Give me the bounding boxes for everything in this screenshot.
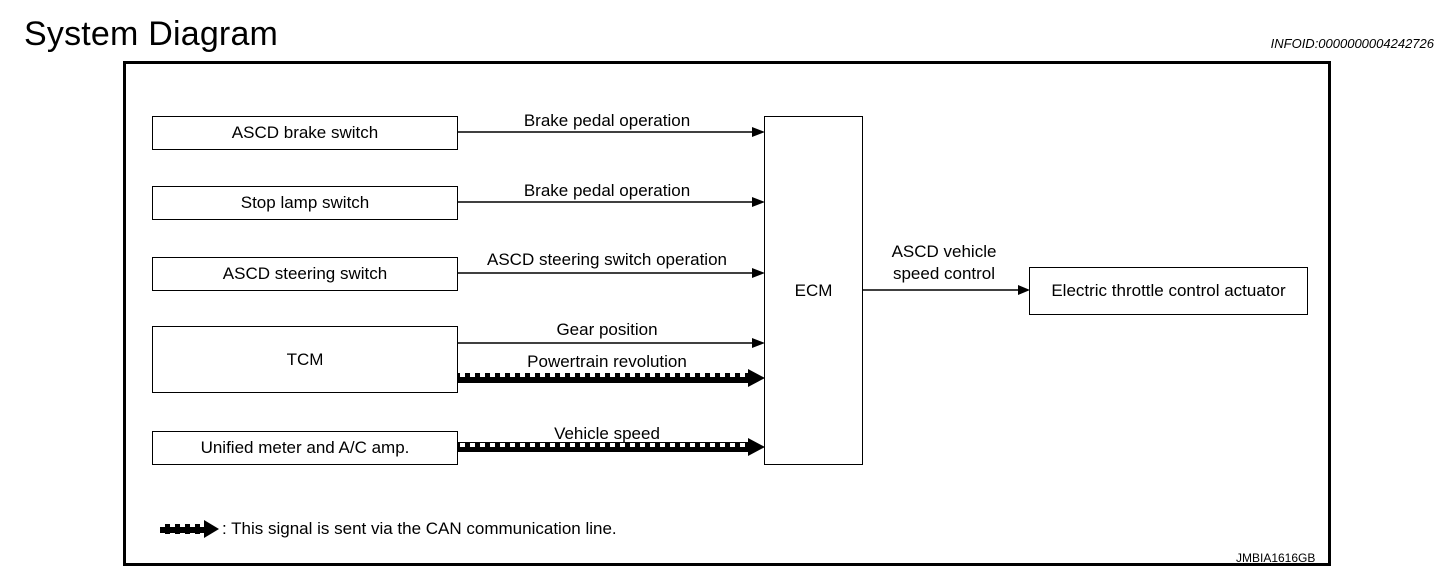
block-ecm: ECM: [764, 116, 863, 465]
arrow-steering-switch: [458, 268, 765, 278]
block-label: ASCD brake switch: [231, 123, 379, 142]
can-arrow-powertrain: [458, 369, 765, 387]
signal-label-brake-2: Brake pedal operation: [523, 181, 691, 200]
can-arrow-vehicle-speed: [458, 438, 765, 456]
block-label: ECM: [794, 280, 833, 300]
signal-label-steering: ASCD steering switch operation: [486, 250, 728, 269]
block-label: Stop lamp switch: [240, 193, 370, 212]
block-throttle-actuator: Electric throttle control actuator: [1029, 267, 1308, 315]
signal-label-brake-1: Brake pedal operation: [523, 111, 691, 130]
diagram-frame: [123, 61, 1331, 566]
block-label: Unified meter and A/C amp.: [200, 438, 410, 457]
legend-can-arrow: [160, 520, 219, 538]
info-id: INFOID:0000000004242726: [1270, 36, 1434, 51]
block-stop-lamp-switch: Stop lamp switch: [152, 186, 458, 220]
block-label: TCM: [286, 349, 324, 369]
figure-id: JMBIA1616GB: [1236, 551, 1316, 565]
signal-label-ascd-line2: speed control: [892, 264, 996, 283]
arrow-ecm-throttle: [862, 285, 1030, 295]
signal-label-powertrain: Powertrain revolution: [527, 352, 687, 371]
block-label: Electric throttle control actuator: [1051, 281, 1286, 300]
block-tcm: TCM: [152, 326, 458, 393]
block-asc-brake-switch: ASCD brake switch: [152, 116, 458, 150]
legend-text: : This signal is sent via the CAN commun…: [222, 519, 617, 538]
arrow-gear-position: [458, 338, 765, 348]
block-asc-steering-switch: ASCD steering switch: [152, 257, 458, 291]
page-title: System Diagram: [24, 15, 279, 53]
block-unified-meter: Unified meter and A/C amp.: [152, 431, 458, 465]
block-label: ASCD steering switch: [222, 264, 388, 283]
signal-label-vehicle-speed: Vehicle speed: [554, 424, 660, 443]
signal-label-gear: Gear position: [556, 320, 658, 339]
arrow-stop-lamp: [458, 197, 765, 207]
arrow-brake-switch: [458, 127, 765, 137]
signal-label-ascd-line1: ASCD vehicle: [891, 242, 997, 261]
